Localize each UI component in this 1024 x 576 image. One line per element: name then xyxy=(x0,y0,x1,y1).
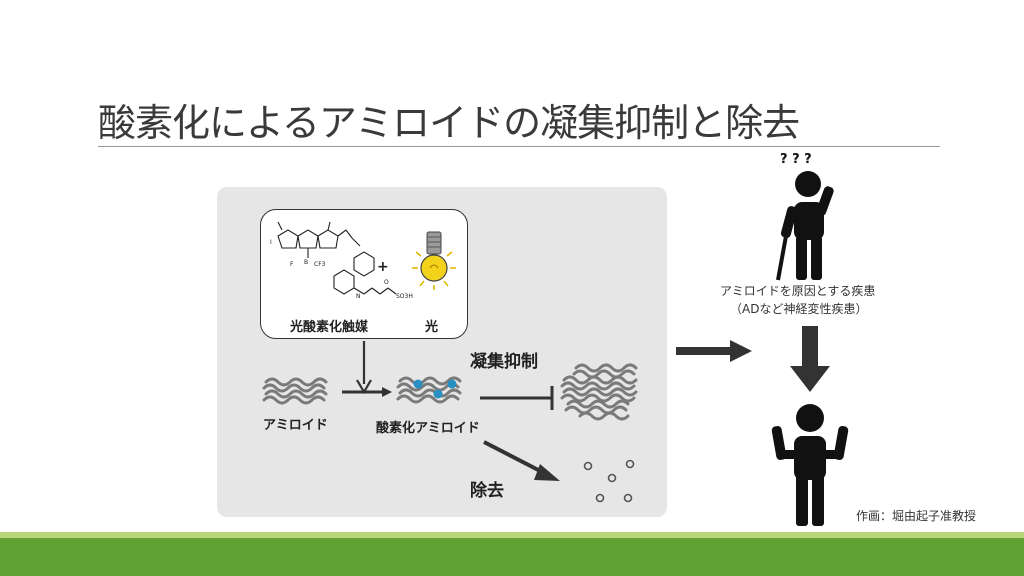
aggregated-fibrils-icon xyxy=(560,363,638,421)
confused-person-icon xyxy=(776,171,834,281)
footer-accent-line xyxy=(0,532,1024,538)
svg-text:B: B xyxy=(304,259,308,266)
svg-text:I: I xyxy=(270,239,272,246)
amyloid-label: アミロイド xyxy=(263,418,328,433)
light-label: 光 xyxy=(425,320,439,335)
suppression-label: 凝集抑制 xyxy=(470,352,538,372)
question-marks: ? ? ? xyxy=(780,152,812,167)
degraded-fragments-icon xyxy=(583,459,635,503)
photocatalyst-structure-icon: I B F CF3 N O SO3H xyxy=(270,221,413,300)
svg-text:CF3: CF3 xyxy=(314,261,326,268)
credit-text: 作画：堀由起子准教授 xyxy=(856,509,977,523)
removal-label: 除去 xyxy=(470,481,504,501)
oxygenated-amyloid-label: 酸素化アミロイド xyxy=(376,421,480,436)
photocatalyst-label: 光酸素化触媒 xyxy=(290,320,369,335)
amyloid-fibril-icon xyxy=(262,377,328,405)
light-bulb-icon xyxy=(412,231,456,290)
svg-text:F: F xyxy=(290,261,294,268)
title-divider xyxy=(98,146,940,147)
svg-text:SO3H: SO3H xyxy=(396,293,413,300)
footer-band xyxy=(0,538,1024,576)
oxygenated-amyloid-icon xyxy=(396,376,462,404)
plus-sign: + xyxy=(377,259,389,275)
svg-text:N: N xyxy=(356,293,361,300)
disease-text-line2: （ADなど神経変性疾患） xyxy=(730,302,868,316)
disease-text-line1: アミロイドを原因とする疾患 xyxy=(720,284,876,298)
healthy-person-icon xyxy=(771,404,849,526)
page-title: 酸素化によるアミロイドの凝集抑制と除去 xyxy=(98,101,800,145)
svg-text:O: O xyxy=(384,279,389,286)
